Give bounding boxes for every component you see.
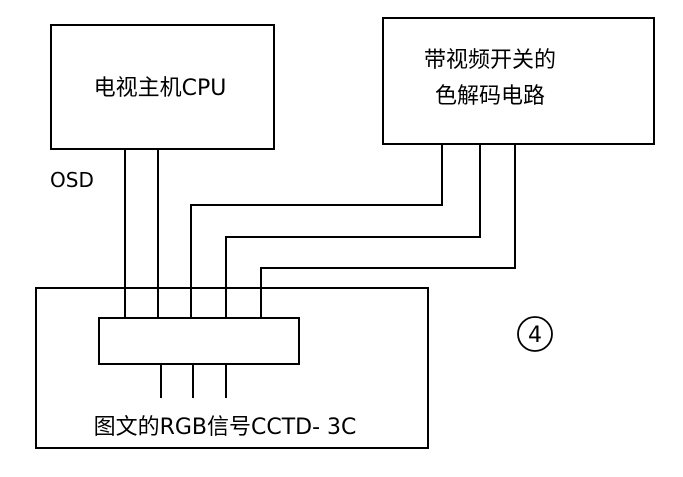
cctd-board [35,287,429,449]
decoder-box-label-line2: 色解码电路 [435,84,545,109]
chip-block [98,317,300,365]
bottom-label: 图文的RGB信号CCTD- 3C [94,415,357,440]
circle-number-ring [517,316,553,352]
decoder-box [382,17,655,145]
decoder-line-3 [260,144,516,318]
decoder-box-label-line1: 带视频开关的 [424,48,556,73]
decoder-line-2 [225,144,481,318]
decoder-line-1 [190,144,443,318]
cpu-box-label: 电视主机CPU [94,76,227,101]
cpu-box [50,24,275,150]
circle-number-digit: 4 [528,323,542,348]
osd-label: OSD [50,168,94,192]
